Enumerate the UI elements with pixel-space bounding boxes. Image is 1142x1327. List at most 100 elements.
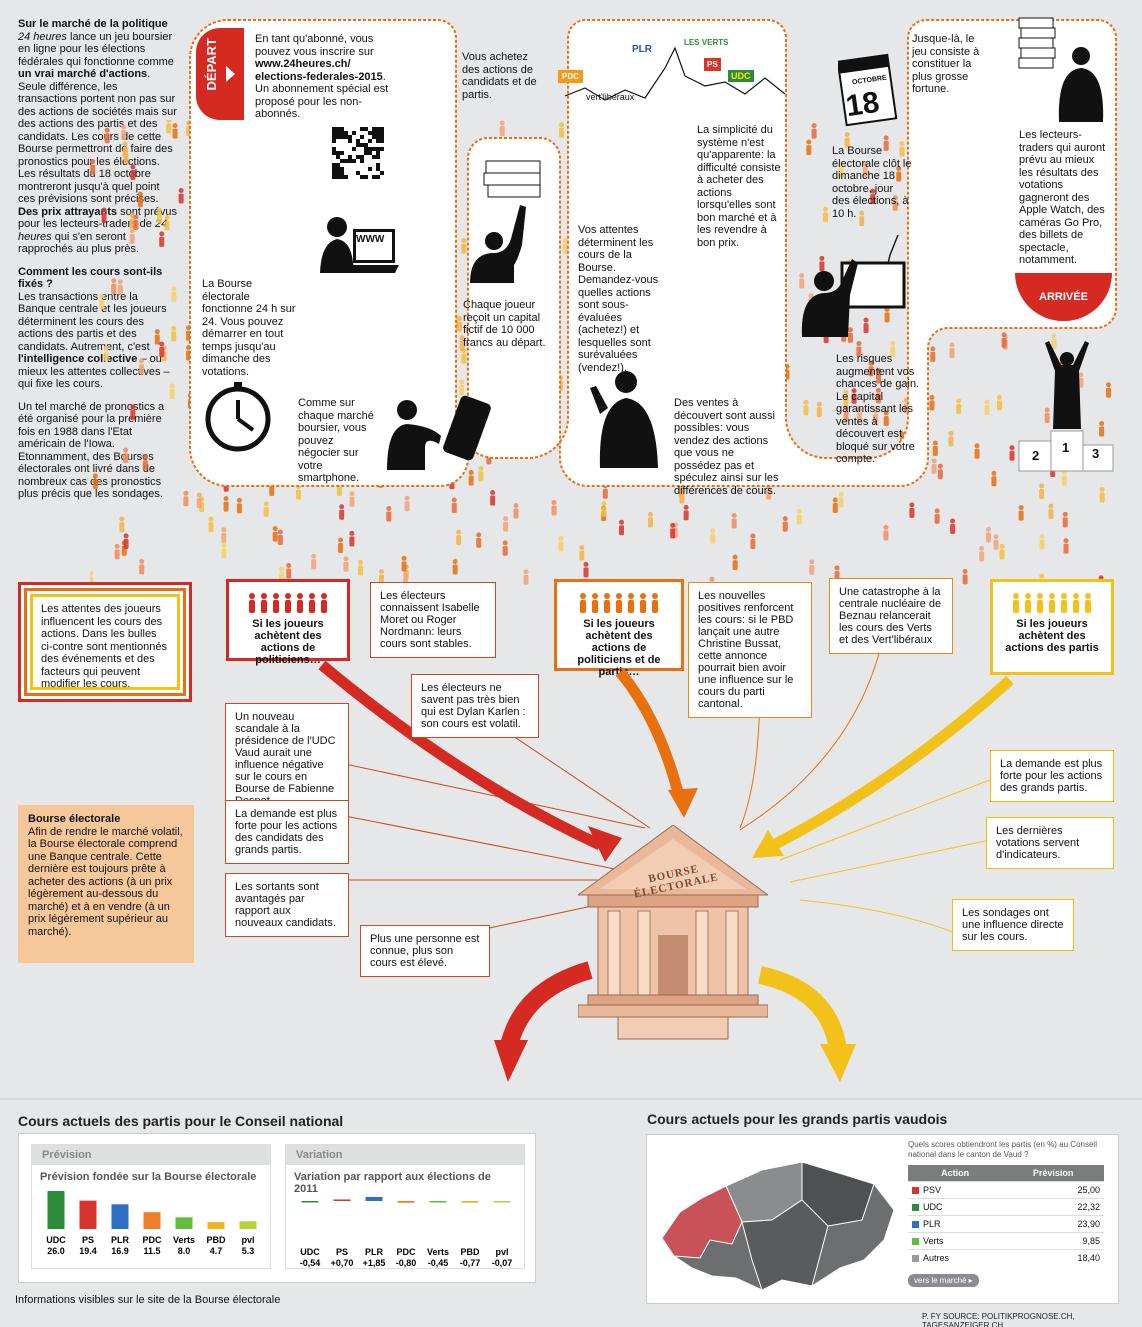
person-icon (628, 593, 634, 613)
value-label: -0,77 (460, 1258, 481, 1268)
party-name: Autres (908, 1249, 1003, 1266)
market-link-button[interactable]: vers le marché ▸ (908, 1274, 979, 1287)
crowd-person-icon (263, 501, 269, 517)
crowd-person-icon (137, 191, 143, 208)
crowd-person-icon (619, 519, 625, 536)
crowd-person-icon (979, 545, 985, 562)
legend-text: Les attentes des joueurs influencent les… (30, 594, 180, 690)
bourse-info-title: Bourse électorale (28, 813, 121, 825)
play-arrow-icon (226, 66, 235, 82)
crowd-person-icon (876, 368, 882, 384)
person-icon (592, 593, 598, 613)
crowd-person-icon (844, 132, 850, 148)
crowd-person-icon (799, 273, 805, 289)
crowd-person-icon (123, 447, 129, 464)
crowd-person-icon (1039, 533, 1045, 550)
party-color-swatch (912, 1204, 919, 1212)
crowd-person-icon (847, 327, 853, 343)
crowd-person-icon (559, 122, 565, 138)
crowd-person-icon (196, 492, 202, 509)
value-label: +1,85 (363, 1258, 386, 1268)
crowd-person-icon (456, 529, 462, 546)
person-icon (321, 593, 327, 613)
variation-subtitle: Variation par rapport aux élections de 2… (294, 1171, 491, 1195)
bubble-sondages: Les sondages ont une influence directe s… (952, 899, 1074, 951)
crowd-person-icon (117, 279, 123, 295)
tab-variation[interactable]: Variation (286, 1145, 524, 1165)
prevision-card: Prévision Prévision fondée sur la Bourse… (31, 1144, 271, 1269)
intro-text-part: – ou mieux les attentes collectives – qu… (18, 353, 170, 390)
bar (111, 1204, 129, 1229)
crowd-person-icon (647, 511, 653, 528)
crowd-person-icon (311, 553, 317, 570)
crowd-person-icon (899, 141, 905, 157)
intro-heading-2: Comment les cours sont-ils fixés ? (18, 265, 163, 291)
bar (397, 1201, 415, 1203)
credit-text: P. FY SOURCE: POLITIKPROGNOSE.CH, TAGESA… (922, 1312, 1075, 1327)
crowd-person-icon (1001, 332, 1007, 348)
red-people-icon (241, 592, 335, 614)
person-icon (297, 593, 303, 613)
key-orange-label: Si les joueurs achètent des actions de p… (577, 618, 661, 678)
intro-bold: un vrai marché d'actions (18, 68, 148, 80)
crowd-person-icon (90, 159, 96, 175)
crowd-person-icon (856, 406, 862, 423)
step-smartphone: Comme sur chaque marché boursier, vous p… (298, 397, 374, 484)
crowd-person-icon (583, 561, 589, 578)
party-value: 18,40 (1002, 1249, 1104, 1266)
party-color-swatch (912, 1187, 919, 1195)
crowd-person-icon (950, 518, 956, 535)
prevision-subtitle: Prévision fondée sur la Bourse électoral… (40, 1171, 257, 1183)
party-color-swatch (912, 1221, 919, 1229)
crowd-person-icon (1048, 503, 1054, 520)
person-icon (249, 593, 255, 613)
crowd-person-icon (832, 497, 838, 514)
crowd-person-icon (930, 346, 936, 362)
person-icon (1013, 593, 1019, 613)
bubble-grands-partis: La demande est plus forte pour les actio… (990, 750, 1114, 802)
person-icon (309, 593, 315, 613)
clock-icon (205, 382, 271, 452)
crowd-person-icon (985, 526, 991, 543)
bubble-scandale: Un nouveau scandale à la présidence de l… (225, 703, 349, 815)
crowd-person-icon (562, 238, 568, 254)
crowd-person-icon (579, 545, 585, 561)
person-icon (1073, 593, 1079, 613)
tab-prevision[interactable]: Prévision (32, 1145, 270, 1165)
crowd-person-icon (166, 120, 172, 134)
crowd-person-icon (558, 536, 564, 552)
crowd-person-icon (932, 440, 938, 456)
col-prevision: Prévision (1002, 1165, 1104, 1182)
value-label: -0,07 (492, 1258, 513, 1268)
crowd-person-icon (856, 341, 862, 357)
crowd-person-icon (164, 214, 170, 231)
crowd-person-icon (236, 497, 242, 514)
value-label: 4.7 (210, 1246, 223, 1256)
key-orange: Si les joueurs achètent des actions de p… (554, 579, 684, 678)
bubble-candidats: La demande est plus forte pour les actio… (225, 800, 349, 864)
intro-text-part: Les transactions entre la Banque central… (18, 290, 167, 353)
crowd-person-icon (984, 399, 990, 416)
category-label: Verts (173, 1235, 195, 1245)
category-label: PLR (111, 1235, 130, 1245)
crowd-person-icon (937, 463, 943, 480)
pdc-logo: PDC (558, 70, 583, 83)
crowd-person-icon (490, 489, 496, 506)
intro-paragraph-3: Un tel marché de pronostics a été organi… (18, 400, 165, 501)
crowd-person-icon (343, 556, 349, 572)
category-label: pvl (495, 1247, 508, 1257)
step-expectations: Vos attentes déterminent les cours de la… (578, 224, 659, 374)
crowd-person-icon (819, 255, 825, 272)
crowd-person-icon (870, 188, 876, 205)
value-label: 16.9 (111, 1246, 129, 1256)
yellow-people-icon (1005, 592, 1099, 614)
crowd-person-icon (154, 329, 160, 345)
arrows-layer (269, 649, 1014, 1082)
crowd-person-icon (1099, 486, 1105, 503)
